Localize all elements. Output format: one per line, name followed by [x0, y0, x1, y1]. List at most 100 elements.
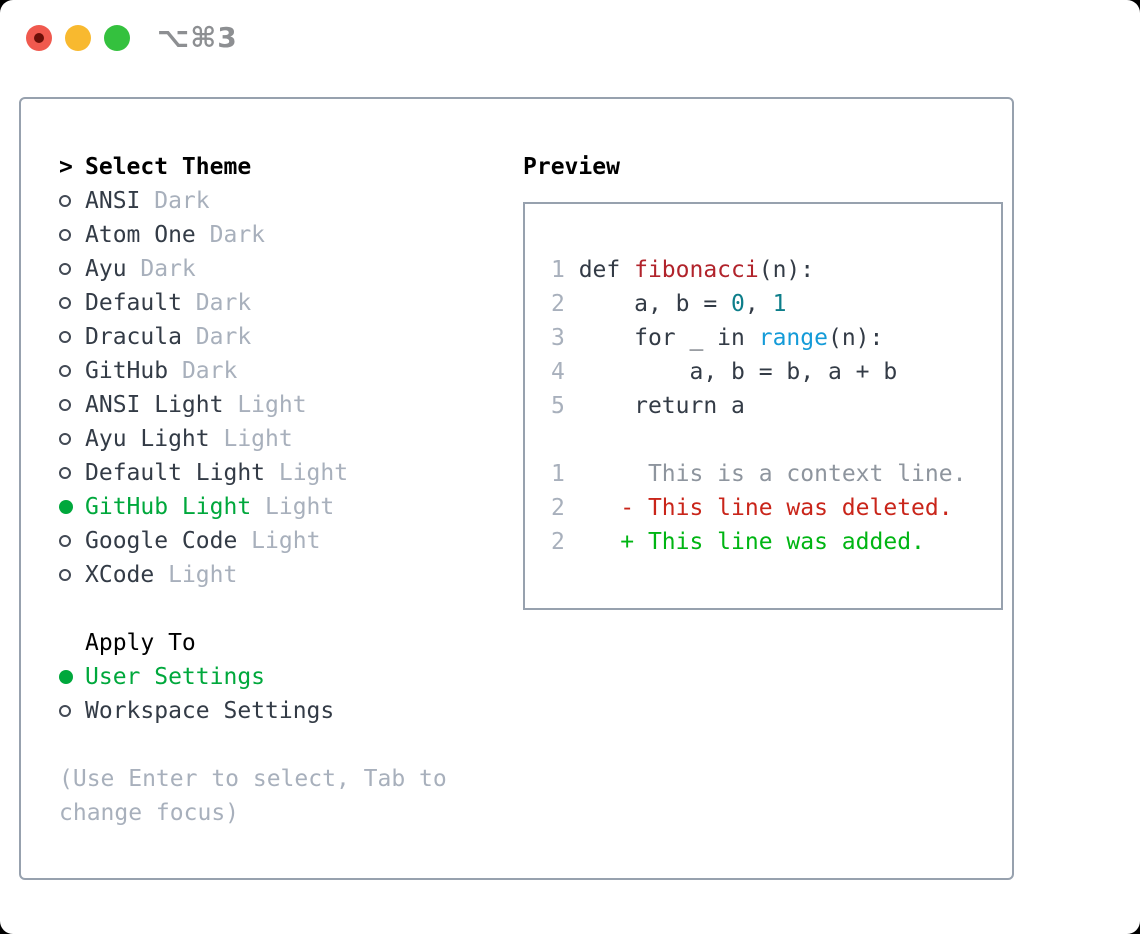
- radio-icon: [59, 569, 71, 581]
- theme-name: Ayu Light: [85, 426, 210, 452]
- code-token: ,: [744, 291, 773, 317]
- theme-variant-tag: Light: [223, 392, 307, 418]
- theme-option-default-light[interactable]: Default Light Light: [59, 456, 519, 490]
- theme-option-ayu[interactable]: Ayu Dark: [59, 252, 519, 286]
- preview-title: Preview: [523, 154, 620, 180]
- titlebar: ⌥⌘3: [0, 0, 1140, 75]
- theme-name: Google Code: [85, 528, 238, 554]
- theme-variant-tag: Light: [265, 460, 349, 486]
- diff-sample: 1 This is a context line.2 - This line w…: [551, 457, 1001, 559]
- theme-option-dracula[interactable]: Dracula Dark: [59, 320, 519, 354]
- radio-cell: [59, 467, 85, 479]
- theme-option-github-light[interactable]: GitHub Light Light: [59, 490, 519, 524]
- traffic-lights: [26, 24, 130, 51]
- radio-cell: [59, 365, 85, 377]
- keyboard-hint: (Use Enter to select, Tab to change focu…: [59, 766, 447, 826]
- theme-name: GitHub: [85, 358, 169, 384]
- diff-line-deleted: 2 - This line was deleted.: [551, 491, 1001, 525]
- radio-selected-icon: [59, 670, 73, 684]
- code-token: a, b = b, a + b: [578, 359, 898, 385]
- prompt-caret: >: [59, 154, 73, 180]
- radio-cell: [59, 331, 85, 343]
- radio-icon: [59, 535, 71, 547]
- line-number: 4: [551, 359, 579, 385]
- theme-variant-tag: Dark: [181, 290, 252, 316]
- theme-variant-tag: Light: [209, 426, 293, 452]
- radio-cell: [59, 500, 85, 514]
- code-line: 5 return a: [551, 389, 1001, 423]
- theme-variant-tag: Light: [237, 528, 321, 554]
- select-theme-header: > Select Theme: [59, 150, 519, 184]
- code-token: 1: [772, 291, 787, 317]
- line-number: 3: [551, 325, 579, 351]
- radio-icon: [59, 331, 71, 343]
- theme-option-ansi-light[interactable]: ANSI Light Light: [59, 388, 519, 422]
- radio-icon: [59, 705, 71, 717]
- code-token: 0: [731, 291, 745, 317]
- line-number: 1: [551, 461, 565, 487]
- theme-variant-tag: Dark: [195, 222, 266, 248]
- code-line: 4 a, b = b, a + b: [551, 355, 1001, 389]
- theme-option-ayu-light[interactable]: Ayu Light Light: [59, 422, 519, 456]
- diff-text: - This line was deleted.: [620, 495, 953, 521]
- theme-variant-tag: Dark: [140, 188, 210, 214]
- radio-icon: [59, 229, 71, 241]
- apply-to-title: Apply To: [85, 630, 196, 656]
- apply-option-label: Workspace Settings: [85, 698, 335, 724]
- radio-cell: [59, 263, 85, 275]
- line-number: 5: [551, 393, 579, 419]
- radio-cell: [59, 399, 85, 411]
- theme-option-google-code[interactable]: Google Code Light: [59, 524, 519, 558]
- preview-column: Preview 1 def fibonacci(n):2 a, b = 0, 1…: [523, 150, 1013, 610]
- theme-name: ANSI: [85, 188, 141, 214]
- theme-variant-tag: Light: [154, 562, 238, 588]
- code-line: 2 a, b = 0, 1: [551, 287, 1001, 321]
- code-line: 1 def fibonacci(n):: [551, 253, 1001, 287]
- theme-option-xcode[interactable]: XCode Light: [59, 558, 519, 592]
- code-line: 3 for _ in range(n):: [551, 321, 1001, 355]
- code-token: return a: [578, 393, 745, 419]
- minimize-button[interactable]: [65, 24, 91, 51]
- diff-indent: [565, 495, 620, 521]
- theme-name: Atom One: [85, 222, 196, 248]
- line-number: 2: [551, 529, 565, 555]
- radio-cell: [59, 569, 85, 581]
- radio-cell: [59, 705, 85, 717]
- radio-cell: [59, 229, 85, 241]
- radio-cell: [59, 670, 85, 684]
- diff-line-added: 2 + This line was added.: [551, 525, 1001, 559]
- theme-option-github[interactable]: GitHub Dark: [59, 354, 519, 388]
- theme-name: ANSI Light: [85, 392, 224, 418]
- radio-icon: [59, 263, 71, 275]
- diff-indent: [565, 461, 648, 487]
- theme-name: Ayu: [85, 256, 127, 282]
- code-token: (n):: [758, 257, 815, 283]
- spacer: [59, 592, 519, 626]
- apply-option-label: User Settings: [85, 664, 266, 690]
- theme-option-atom-one[interactable]: Atom One Dark: [59, 218, 519, 252]
- code-token: (n):: [827, 325, 884, 351]
- close-button[interactable]: [26, 24, 52, 51]
- theme-option-default[interactable]: Default Dark: [59, 286, 519, 320]
- spacer: [551, 423, 1001, 457]
- radio-icon: [59, 297, 71, 309]
- theme-name: Default: [85, 290, 182, 316]
- radio-cell: [59, 195, 85, 207]
- apply-to-header: Apply To: [59, 626, 519, 660]
- code-token: for _ in: [578, 325, 759, 351]
- theme-name: XCode: [85, 562, 155, 588]
- radio-cell: [59, 535, 85, 547]
- theme-variant-tag: Dark: [126, 256, 196, 282]
- apply-option-workspace-settings[interactable]: Workspace Settings: [59, 694, 519, 728]
- apply-option-user-settings[interactable]: User Settings: [59, 660, 519, 694]
- radio-selected-icon: [59, 500, 73, 514]
- theme-name: Default Light: [85, 460, 266, 486]
- radio-icon: [59, 433, 71, 445]
- zoom-button[interactable]: [104, 24, 130, 51]
- theme-option-ansi[interactable]: ANSI Dark: [59, 184, 519, 218]
